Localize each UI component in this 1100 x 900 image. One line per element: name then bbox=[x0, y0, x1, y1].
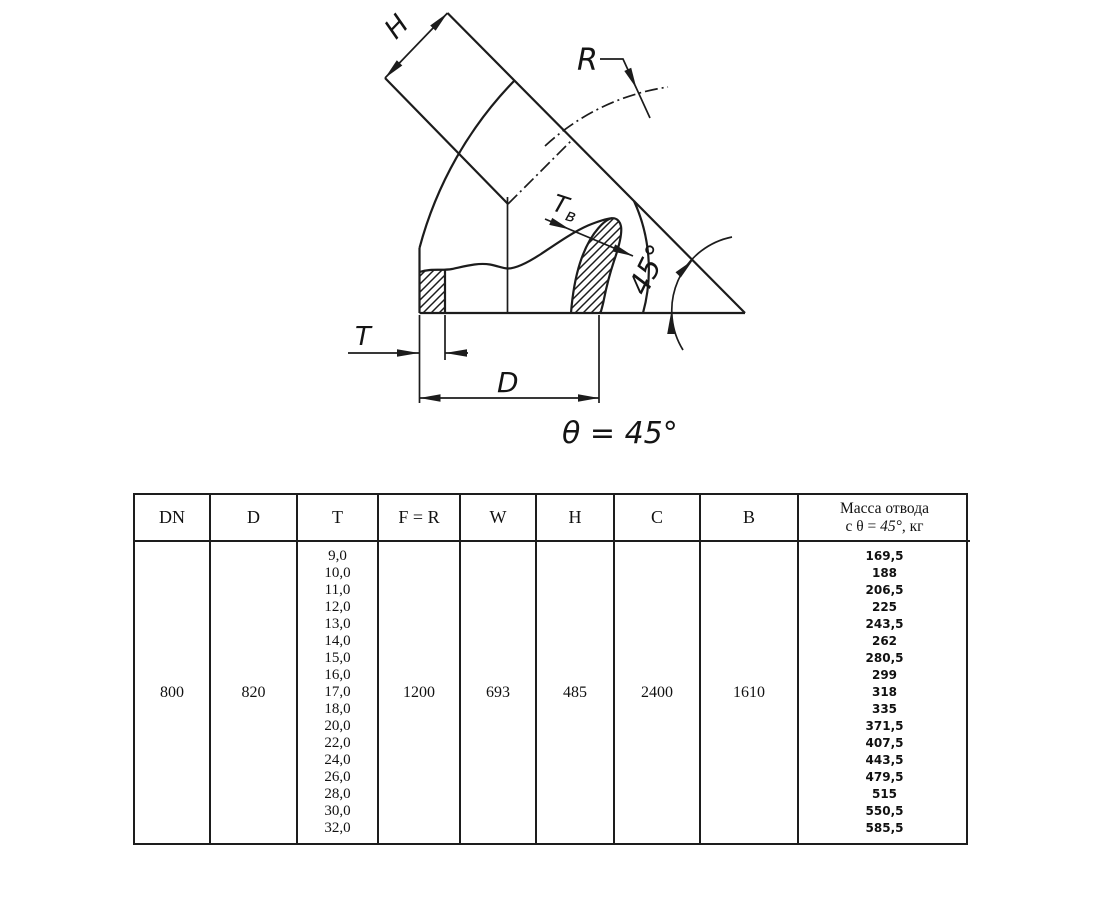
value-line: 24,0 bbox=[324, 752, 351, 768]
angle-arrow-upper bbox=[675, 260, 693, 278]
cell-fr: 1200 bbox=[379, 542, 461, 843]
col-header-h: H bbox=[537, 495, 615, 542]
value-line: 16,0 bbox=[324, 667, 351, 683]
col-header-c: C bbox=[615, 495, 701, 542]
radius-centerline-arc bbox=[544, 86, 669, 147]
value-line: 262 bbox=[871, 634, 898, 648]
value-line: 243,5 bbox=[865, 617, 904, 631]
value-line: 22,0 bbox=[324, 735, 351, 751]
label-theta-equation: θ = 45° bbox=[562, 416, 678, 451]
wall-section-inner-hatch bbox=[571, 218, 622, 313]
tb-arrow-mid bbox=[549, 217, 570, 230]
value-line: 550,5 bbox=[865, 804, 904, 818]
outer-arc bbox=[418, 79, 516, 249]
label-angle: 45° bbox=[621, 239, 674, 300]
value-line: 17,0 bbox=[324, 684, 351, 700]
value-line: 443,5 bbox=[865, 753, 904, 767]
value-line: 169,5 bbox=[865, 549, 904, 563]
label-h: H bbox=[379, 9, 415, 45]
mass-header-line1: Масса отвода bbox=[840, 499, 929, 517]
value-line: 188 bbox=[871, 566, 898, 580]
value-line: 15,0 bbox=[324, 650, 351, 666]
value-line: 515 bbox=[871, 787, 898, 801]
value-line: 28,0 bbox=[324, 786, 351, 802]
value-line: 407,5 bbox=[865, 736, 904, 750]
axis-diagonal-dashdot bbox=[507, 138, 574, 205]
value-line: 206,5 bbox=[865, 583, 904, 597]
col-header-dn: DN bbox=[135, 495, 211, 542]
cell-mass-values: 169,5 188 206,5 225 243,5 262 280,5 299 318 335 37… bbox=[799, 542, 970, 843]
label-tb: Tв bbox=[548, 189, 582, 227]
value-line: 26,0 bbox=[324, 769, 351, 785]
d-arrow-right bbox=[578, 394, 599, 402]
dimension-table: DN D T F = R W H C B Масса отвода с θ = … bbox=[133, 493, 970, 845]
value-line: 14,0 bbox=[324, 633, 351, 649]
inner-wall-outer-line bbox=[599, 217, 623, 314]
col-header-w: W bbox=[461, 495, 537, 542]
value-line: 225 bbox=[871, 600, 898, 614]
value-line: 371,5 bbox=[865, 719, 904, 733]
value-line: 585,5 bbox=[865, 821, 904, 835]
r-arrow bbox=[624, 67, 637, 89]
cell-w: 693 bbox=[461, 542, 537, 843]
value-line: 335 bbox=[871, 702, 898, 716]
value-line: 11,0 bbox=[324, 582, 351, 598]
value-line: 12,0 bbox=[324, 599, 351, 615]
tb-arrow-end bbox=[612, 244, 633, 256]
value-line: 280,5 bbox=[865, 651, 904, 665]
cell-h: 485 bbox=[537, 542, 615, 843]
wall-section-bottom-hatch bbox=[419, 269, 445, 313]
col-header-b: B bbox=[701, 495, 799, 542]
t-arrow-right bbox=[445, 349, 467, 357]
value-line: 13,0 bbox=[324, 616, 351, 632]
outlet-face-line bbox=[446, 12, 746, 314]
angle-arrow-lower bbox=[667, 313, 675, 334]
value-line: 32,0 bbox=[324, 820, 351, 836]
angle-arc bbox=[670, 236, 733, 351]
bore-surface-line bbox=[569, 217, 613, 314]
col-header-t: T bbox=[298, 495, 379, 542]
value-line: 18,0 bbox=[324, 701, 351, 717]
mass-header-line2: с θ = 45°, кг bbox=[845, 517, 924, 535]
cell-b: 1610 bbox=[701, 542, 799, 843]
h-arrow-lower bbox=[385, 60, 403, 78]
cell-d: 820 bbox=[211, 542, 298, 843]
value-line: 479,5 bbox=[865, 770, 904, 784]
value-line: 30,0 bbox=[324, 803, 351, 819]
value-line: 10,0 bbox=[324, 565, 351, 581]
cell-dn: 800 bbox=[135, 542, 211, 843]
col-header-mass: Масса отвода с θ = 45°, кг bbox=[799, 495, 970, 542]
value-line: 318 bbox=[871, 685, 898, 699]
value-line: 9,0 bbox=[328, 548, 347, 564]
r-leader-line bbox=[600, 58, 651, 119]
h-arrow-upper bbox=[430, 13, 448, 31]
col-header-fr: F = R bbox=[379, 495, 461, 542]
pipe-left-side-line bbox=[384, 77, 509, 205]
label-t: T bbox=[355, 322, 373, 352]
col-header-d: D bbox=[211, 495, 298, 542]
value-line: 20,0 bbox=[324, 718, 351, 734]
value-line: 299 bbox=[871, 668, 898, 682]
label-d: D bbox=[497, 366, 519, 399]
label-r: R bbox=[577, 43, 598, 78]
cell-c: 2400 bbox=[615, 542, 701, 843]
inner-arc bbox=[632, 200, 650, 314]
d-arrow-left bbox=[419, 394, 441, 402]
t-arrow-left bbox=[397, 349, 419, 357]
